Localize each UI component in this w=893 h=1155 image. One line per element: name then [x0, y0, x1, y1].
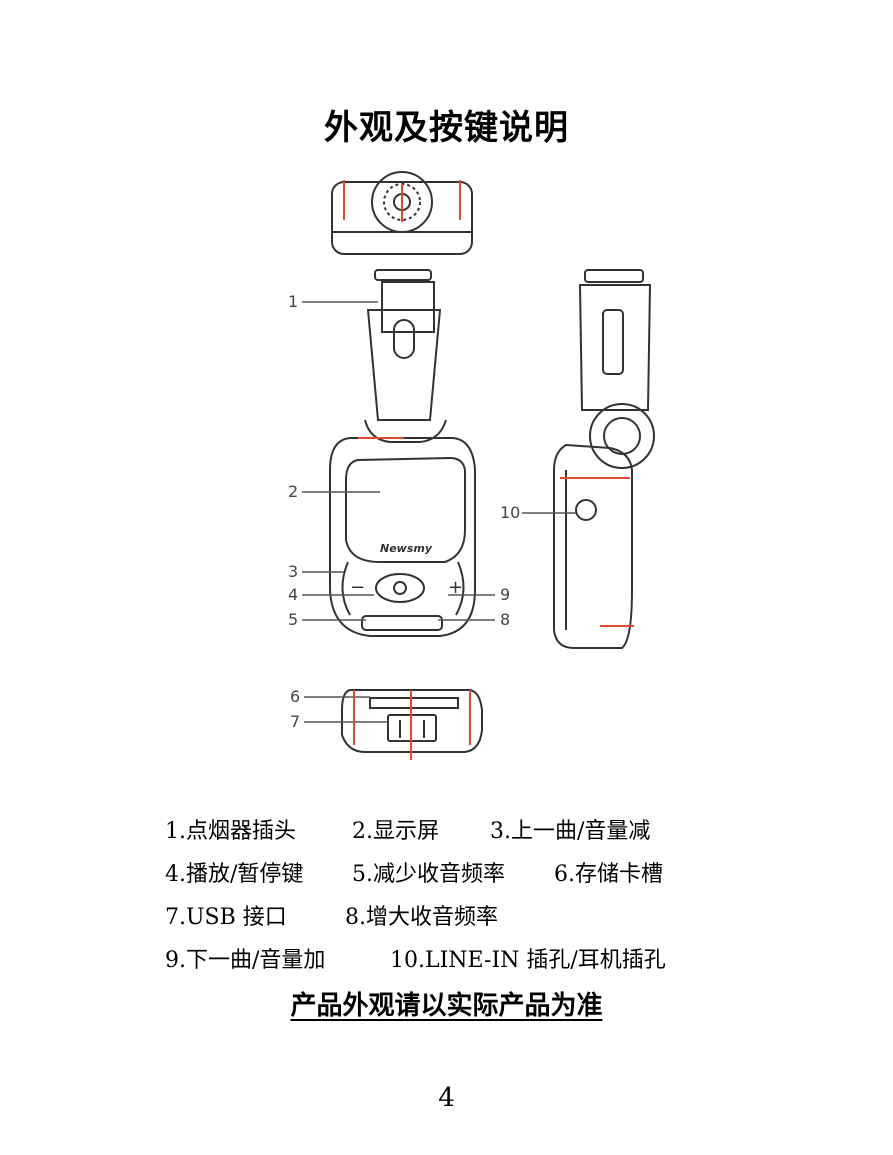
legend-item: 8.增大收音频率	[345, 905, 498, 930]
minus-symbol: −	[350, 577, 365, 598]
callout-leaders	[302, 301, 576, 723]
callout-6: 6	[290, 687, 300, 706]
legend-item: 10.LINE-IN 插孔/耳机插孔	[390, 948, 666, 973]
legend-item: 4.播放/暂停键	[165, 862, 304, 887]
side-view	[553, 269, 655, 649]
plus-symbol: +	[448, 577, 463, 598]
bottom-view	[341, 689, 483, 753]
red-marks	[343, 180, 634, 760]
button-legend: 1.点烟器插头 2.显示屏 3.上一曲/音量减 4.播放/暂停键 5.减少收音频率 6.…	[165, 810, 785, 982]
callout-5: 5	[288, 610, 298, 629]
callout-7: 7	[290, 712, 300, 731]
cigarette-plug	[364, 269, 447, 443]
legend-row: 9.下一曲/音量加 10.LINE-IN 插孔/耳机插孔	[165, 939, 785, 982]
brand-logo: Newsmy	[380, 542, 433, 555]
legend-item: 2.显示屏	[352, 819, 439, 844]
legend-item: 1.点烟器插头	[165, 819, 296, 844]
device-diagram: Newsmy − + 1 2 3 4 5 6 7 8 9 10	[270, 170, 660, 770]
device-diagram-svg: Newsmy − + 1 2 3 4 5 6 7 8 9 10	[288, 171, 655, 760]
callout-10: 10	[500, 503, 520, 522]
legend-row: 1.点烟器插头 2.显示屏 3.上一曲/音量减	[165, 810, 785, 853]
legend-row: 4.播放/暂停键 5.减少收音频率 6.存储卡槽	[165, 853, 785, 896]
page-title: 外观及按键说明	[324, 108, 569, 148]
legend-item: 9.下一曲/音量加	[165, 948, 326, 973]
page-number: 4	[438, 1083, 455, 1113]
callout-1: 1	[288, 292, 298, 311]
disclaimer-note: 产品外观请以实际产品为准	[0, 985, 893, 1022]
disclaimer-text: 产品外观请以实际产品为准	[290, 991, 603, 1021]
callout-9: 9	[500, 585, 510, 604]
legend-item: 6.存储卡槽	[554, 862, 663, 887]
callout-2: 2	[288, 482, 298, 501]
display-body	[329, 437, 476, 637]
legend-item: 7.USB 接口	[165, 905, 287, 930]
callout-3: 3	[288, 562, 298, 581]
legend-item: 5.减少收音频率	[352, 862, 505, 887]
legend-item: 3.上一曲/音量减	[490, 819, 651, 844]
legend-row: 7.USB 接口 8.增大收音频率	[165, 896, 785, 939]
callout-4: 4	[288, 585, 298, 604]
callout-8: 8	[500, 610, 510, 629]
